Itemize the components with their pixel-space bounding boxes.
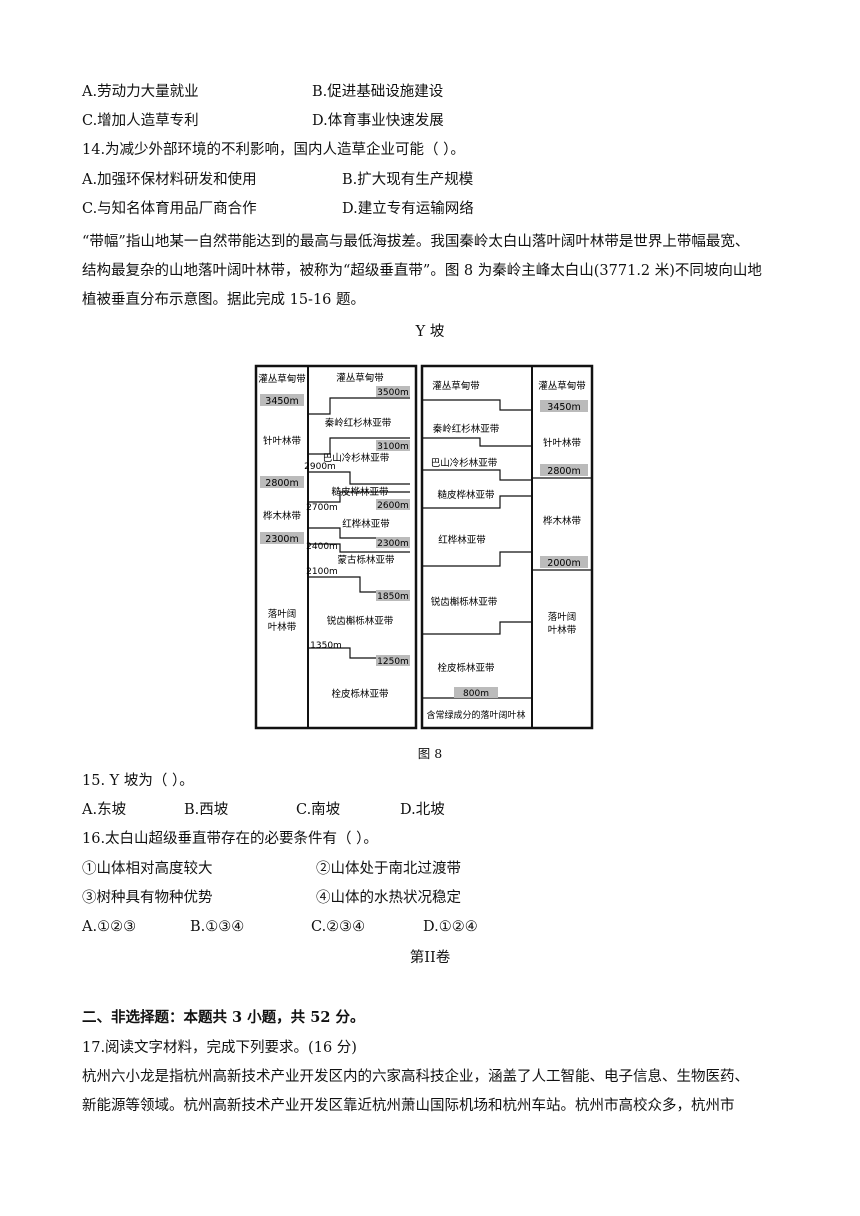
left-inner-mark-r6: 1250m	[377, 657, 409, 667]
left-outer-zone-1: 灌丛草甸带	[258, 373, 306, 385]
left-inner-mark-l5: 1350m	[310, 641, 342, 651]
left-outer-zone-3: 桦木林带	[263, 510, 302, 522]
right-inner-zone-5: 红桦林亚带	[438, 534, 486, 546]
right-inner-zone-2: 秦岭红杉林亚带	[433, 423, 500, 435]
left-outer-mark-1: 3450m	[265, 396, 298, 407]
left-outer-zone-4b: 叶林带	[268, 621, 297, 633]
q16-option-b: B.①③④	[190, 919, 245, 935]
left-inner-mark-r5: 1850m	[377, 592, 409, 602]
q16-statement-3: ③树种具有物种优势	[82, 890, 213, 906]
left-inner-mark-r1: 3500m	[377, 388, 409, 398]
q16-statement-2: ②山体处于南北过渡带	[316, 861, 461, 877]
left-inner-mark-r2: 3100m	[377, 442, 409, 452]
q17-stem: 17.阅读文字材料，完成下列要求。(16 分)	[82, 1040, 357, 1056]
q15-stem: 15. Y 坡为（ ）。	[82, 773, 194, 789]
q17-line-1: 杭州六小龙是指杭州高新技术产业开发区内的六家高科技企业，涵盖了人工智能、电子信息…	[82, 1069, 749, 1085]
right-outer-mark-1: 3450m	[547, 402, 580, 413]
left-inner-mark-r3: 2600m	[377, 501, 409, 511]
q16-stem: 16.太白山超级垂直带存在的必要条件有（ ）。	[82, 831, 378, 847]
q16-option-c: C.②③④	[311, 919, 366, 935]
right-outer-zone-1: 灌丛草甸带	[538, 380, 586, 392]
q16-statement-4: ④山体的水热状况稳定	[316, 890, 461, 906]
right-outer-mark-3: 2000m	[547, 558, 580, 569]
q14-option-a: A.加强环保材料研发和使用	[82, 172, 257, 188]
left-inner-zone-7: 锐齿槲栎林亚带	[327, 615, 394, 627]
vegetation-zone-diagram: 灌丛草甸带 3450m 针叶林带 2800m 桦木林带 2300m 落叶阔 叶林…	[254, 364, 594, 730]
figure-title: Y 坡	[415, 324, 445, 340]
q14-stem: 14.为减少外部环境的不利影响，国内人造草企业可能（ ）。	[82, 142, 465, 158]
q13-option-a: A.劳动力大量就业	[82, 84, 199, 100]
q13-option-b: B.促进基础设施建设	[312, 84, 444, 100]
section-2-heading: 二、非选择题：本题共 3 小题，共 52 分。	[82, 1009, 365, 1026]
left-inner-zone-2: 秦岭红杉林亚带	[325, 417, 392, 429]
left-outer-zone-2: 针叶林带	[263, 435, 302, 447]
left-inner-mark-l1: 2900m	[304, 462, 336, 472]
left-inner-zone-5: 红桦林亚带	[342, 518, 390, 530]
q15-option-b: B.西坡	[184, 802, 229, 818]
left-inner-zone-8: 栓皮栎林亚带	[331, 688, 389, 700]
right-outer-mark-2: 2800m	[547, 466, 580, 477]
right-inner-zone-8: 含常绿成分的落叶阔叶林	[426, 709, 525, 721]
left-inner-zone-6: 蒙古栎林亚带	[337, 554, 395, 566]
right-inner-zone-3: 巴山冷杉林亚带	[431, 457, 498, 469]
q14-option-b: B.扩大现有生产规模	[342, 172, 474, 188]
left-inner-mark-l3: 2400m	[306, 542, 338, 552]
right-inner-zone-6: 锐齿槲栎林亚带	[431, 596, 498, 608]
left-inner-mark-l2: 2700m	[306, 503, 338, 513]
q13-option-c: C.增加人造草专利	[82, 113, 199, 129]
right-inner-mark: 800m	[463, 689, 489, 699]
right-inner-zone-1: 灌丛草甸带	[432, 380, 480, 392]
q15-option-a: A.东坡	[82, 802, 127, 818]
left-inner-mark-r4: 2300m	[377, 539, 409, 549]
left-outer-mark-3: 2300m	[265, 534, 298, 545]
figure-caption: 图 8	[417, 746, 443, 761]
intro-line-2: 结构最复杂的山地落叶阔叶林带，被称为“超级垂直带”。图 8 为秦岭主峰太白山(3…	[82, 263, 762, 279]
left-outer-mark-2: 2800m	[265, 478, 298, 489]
left-inner-zone-1: 灌丛草甸带	[336, 372, 384, 384]
right-outer-zone-4a: 落叶阔	[548, 611, 577, 623]
left-outer-zone-4a: 落叶阔	[268, 608, 297, 620]
left-inner-zone-3: 巴山冷杉林亚带	[323, 452, 390, 464]
volume-heading: 第II卷	[409, 950, 451, 966]
right-outer-zone-3: 桦木林带	[543, 515, 582, 527]
left-inner-zone-4: 糙皮桦林亚带	[331, 486, 389, 498]
q14-option-c: C.与知名体育用品厂商合作	[82, 201, 257, 217]
right-outer-zone-2: 针叶林带	[543, 437, 582, 449]
q15-option-c: C.南坡	[296, 802, 341, 818]
q16-option-d: D.①②④	[423, 919, 478, 935]
q13-option-d: D.体育事业快速发展	[312, 113, 444, 129]
right-outer-zone-4b: 叶林带	[548, 624, 577, 636]
q16-option-a: A.①②③	[82, 919, 137, 935]
right-inner-zone-7: 栓皮栎林亚带	[437, 662, 495, 674]
q14-option-d: D.建立专有运输网络	[342, 201, 474, 217]
q17-line-2: 新能源等领域。杭州高新技术产业开发区靠近杭州萧山国际机场和杭州车站。杭州市高校众…	[82, 1098, 735, 1114]
q16-statement-1: ①山体相对高度较大	[82, 861, 213, 877]
intro-line-3: 植被垂直分布示意图。据此完成 15-16 题。	[82, 292, 366, 308]
right-inner-zone-4: 糙皮桦林亚带	[437, 489, 495, 501]
q15-option-d: D.北坡	[400, 802, 445, 818]
left-inner-mark-l4: 2100m	[306, 567, 338, 577]
intro-line-1: “带幅”指山地某一自然带能达到的最高与最低海拔差。我国秦岭太白山落叶阔叶林带是世…	[82, 234, 750, 250]
